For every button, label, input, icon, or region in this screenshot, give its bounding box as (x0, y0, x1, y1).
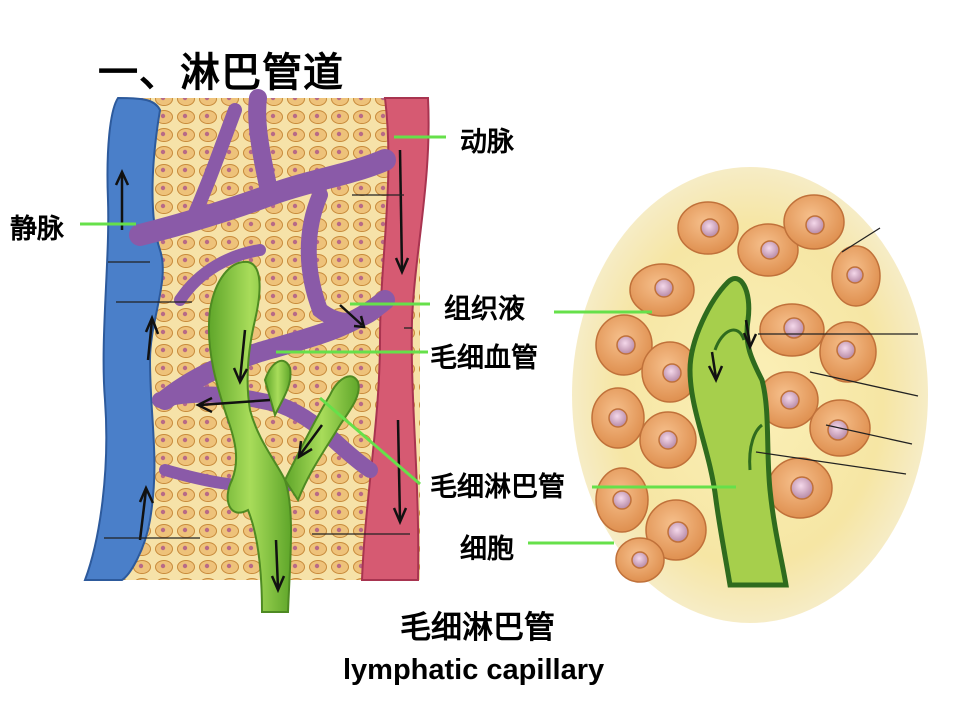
zoom-inner-flap-2 (748, 423, 763, 471)
label-blood-capillary: 毛细血管 (430, 343, 538, 374)
lymph-capillary-tree (207, 260, 360, 613)
label-cell: 细胞 (460, 534, 514, 565)
block-leader-lines (104, 194, 412, 539)
zoom-cells (591, 194, 881, 583)
magnified-view (572, 167, 928, 623)
zoom-arrows (707, 319, 758, 383)
pointer-lines (80, 135, 736, 545)
artery-vessel (360, 97, 430, 581)
zoom-leader-lines (755, 227, 919, 475)
label-lymph-capillary: 毛细淋巴管 (430, 472, 565, 503)
label-artery: 动脉 (460, 127, 514, 158)
flow-arrows (114, 149, 410, 594)
vein-vessel (83, 96, 164, 581)
label-vein: 静脉 (10, 214, 64, 245)
tissue-block-diagram (83, 89, 430, 613)
label-tissue-fluid: 组织液 (444, 294, 525, 325)
pointer-lymph-capillary-left (319, 396, 421, 486)
page-title: 一、淋巴管道 (98, 50, 344, 96)
caption-chinese: 毛细淋巴管 (400, 610, 555, 646)
zoom-inner-flap (713, 328, 746, 351)
caption-english: lymphatic capillary (343, 654, 605, 686)
